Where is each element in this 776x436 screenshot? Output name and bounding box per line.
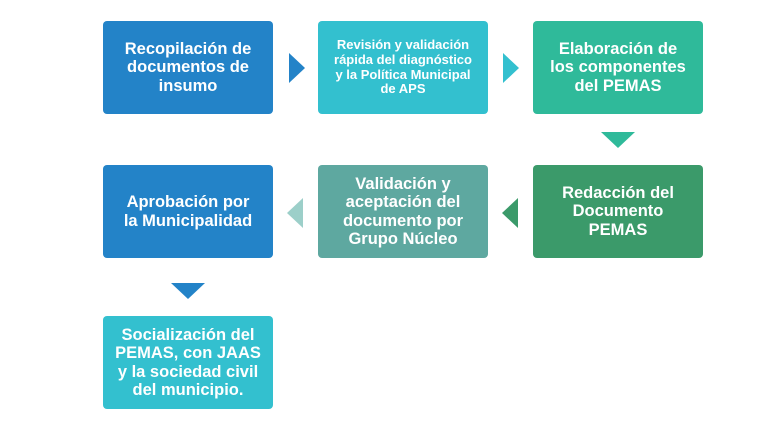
arrow-right-1-icon [289,53,305,83]
step-2-box: Revisión y validación rápida del diagnós… [318,21,488,114]
step-6-label: Aprobación por la Municipalidad [123,193,253,230]
arrow-left-1-icon [502,198,518,228]
step-4-box: Redacción del Documento PEMAS [533,165,703,258]
step-2-label: Revisión y validación rápida del diagnós… [334,37,472,97]
step-6-box: Aprobación por la Municipalidad [103,165,273,258]
step-4-label: Redacción del Documento PEMAS [562,183,674,239]
step-5-label: Validación y aceptación del documento po… [342,174,464,248]
step-3-box: Elaboración de los componentes del PEMAS [533,21,703,114]
arrow-left-2-icon [287,198,303,228]
step-7-label: Socialización del PEMAS, con JAAS y la s… [115,325,261,399]
step-3-label: Elaboración de los componentes del PEMAS [550,39,686,95]
arrow-right-2-icon [503,53,519,83]
step-7-box: Socialización del PEMAS, con JAAS y la s… [103,316,273,409]
arrow-down-2-icon [171,283,205,299]
step-1-box: Recopilación de documentos de insumo [103,21,273,114]
arrow-down-1-icon [601,132,635,148]
step-5-box: Validación y aceptación del documento po… [318,165,488,258]
step-1-label: Recopilación de documentos de insumo [124,39,252,95]
